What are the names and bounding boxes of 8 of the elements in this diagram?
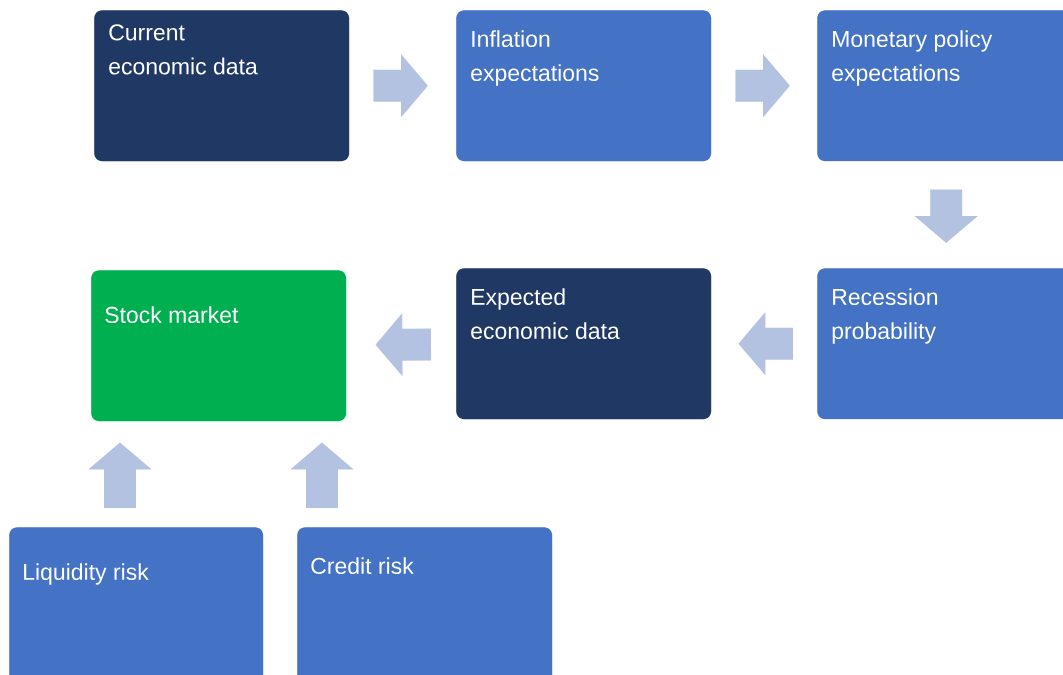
process-box: Current economic data <box>94 10 350 162</box>
process-box: Stock market <box>91 270 347 422</box>
process-box: Monetary policy expectations <box>817 10 1063 162</box>
process-box: Credit risk <box>297 527 553 675</box>
process-box: Recession probability <box>817 268 1063 420</box>
process-box: Expected economic data <box>456 268 712 420</box>
process-box: Inflation expectations <box>456 10 712 162</box>
process-box: Liquidity risk <box>9 527 264 675</box>
